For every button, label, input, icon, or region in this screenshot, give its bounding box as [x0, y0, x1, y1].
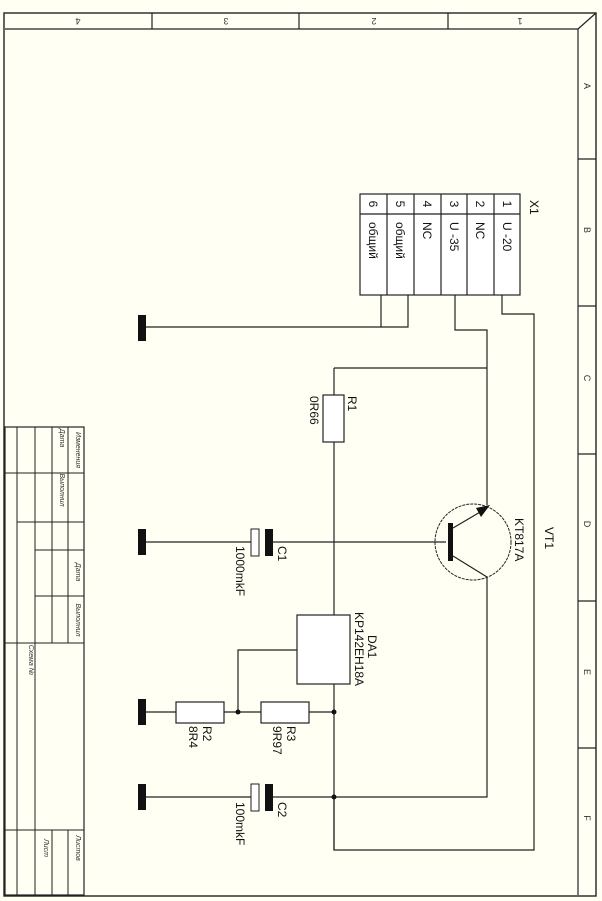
tb-data1: Дата: [58, 428, 65, 448]
column-label: 4: [75, 16, 80, 26]
column-label: 3: [223, 16, 228, 26]
vt1-value: KT817A: [512, 518, 526, 561]
frame-corner: [577, 12, 597, 30]
wires: [146, 295, 535, 851]
row-label: F: [582, 815, 592, 821]
tb-vypolnil1: Выполнил: [58, 473, 65, 506]
resistor-r3: R3 9R97: [260, 701, 310, 755]
outer-frame: [3, 12, 597, 897]
c1-value: 1000mkF: [233, 546, 247, 596]
pin-name: NC: [473, 222, 487, 240]
c2-ref: C2: [275, 802, 289, 818]
row-label: A: [582, 83, 592, 89]
pin-name: U -35: [447, 222, 461, 252]
column-label: 2: [371, 16, 376, 26]
r3-ref: R3: [284, 726, 298, 742]
transistor-vt1: VT1 KT817A: [434, 503, 556, 581]
tb-data2: Дата: [74, 562, 81, 582]
pin-number: 3: [447, 201, 461, 208]
r2-value: 8R4: [186, 726, 200, 748]
tb-schema: Схема №: [27, 645, 34, 676]
resistor-r2: R2 8R4: [175, 701, 225, 748]
tb-vypolnil2: Выполнил: [74, 603, 81, 636]
da1-ref: DA1: [365, 635, 379, 659]
title-block: Изменения Дата Выполнил Дата Выполнил Сх…: [4, 426, 85, 896]
row-label: E: [582, 669, 592, 675]
inner-frame: [5, 28, 579, 895]
row-label: C: [582, 375, 592, 382]
vt1-ref: VT1: [542, 527, 556, 549]
row-label: D: [582, 521, 592, 528]
column-label: 1: [517, 16, 522, 26]
ground-symbol: [138, 529, 146, 555]
pin-number: 1: [500, 201, 514, 208]
da1-value: KP142EH18A: [352, 612, 366, 686]
ground-symbol: [138, 784, 146, 810]
tb-list: Лист: [42, 838, 49, 857]
pin-number: 5: [393, 201, 407, 208]
c2-value: 100mkF: [233, 802, 247, 845]
pin-name: NC: [420, 222, 434, 240]
regulator-da1: DA1 KP142EH18A: [296, 612, 379, 686]
r1-value: 0R66: [307, 396, 321, 425]
r3-value: 9R97: [270, 726, 284, 755]
tb-listov: Листов: [74, 834, 81, 861]
pin-number: 4: [420, 201, 434, 208]
r1-ref: R1: [345, 396, 359, 412]
tb-izm: Изменения: [74, 432, 81, 468]
row-label: B: [582, 227, 592, 233]
capacitor-c1: C1 1000mkF: [233, 528, 289, 596]
resistor-r1: R1 0R66: [307, 394, 359, 443]
ground-symbol: [138, 699, 146, 725]
ground-symbol: [138, 315, 146, 341]
column-zones: 4 3 2 1: [75, 13, 523, 29]
pin-number: 6: [366, 201, 380, 208]
pin-name: общий: [393, 222, 407, 259]
pin-name: общий: [366, 222, 380, 259]
capacitor-c2: C2 100mkF: [233, 783, 289, 845]
pin-number: 2: [473, 201, 487, 208]
row-zones: A B C D E F: [578, 83, 596, 821]
r2-ref: R2: [200, 726, 214, 742]
connector-x1: X1 1 2 3 4 5 6 U -20 NC U -35 NC общий о…: [359, 193, 541, 296]
pin-name: U -20: [500, 222, 514, 252]
x1-ref: X1: [527, 200, 541, 215]
c1-ref: C1: [275, 546, 289, 562]
junction-dots: [235, 709, 337, 800]
